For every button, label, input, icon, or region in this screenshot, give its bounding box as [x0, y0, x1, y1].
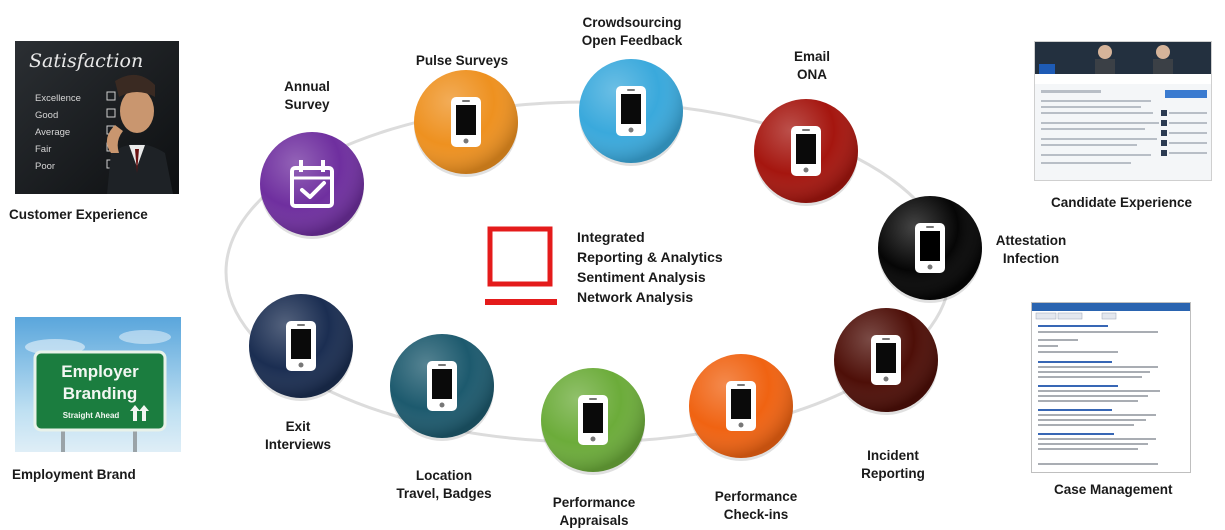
node-crowdsourcing [579, 59, 683, 166]
smartphone-icon [791, 126, 821, 176]
label-line: Travel, Badges [396, 486, 492, 501]
label-performance-checkins: Performance Check-ins [694, 488, 818, 524]
label-attestation: Attestation Infection [986, 232, 1076, 268]
node-location [390, 334, 494, 441]
node-annual-survey [260, 132, 364, 239]
businessman-figure [106, 74, 173, 194]
sign-line: Straight Ahead [63, 411, 120, 420]
candidate-experience-label: Candidate Experience [1051, 195, 1193, 210]
sign-line: Branding [63, 384, 138, 403]
node-performance-appraisals [541, 368, 645, 475]
rating-option: Average [35, 127, 70, 138]
center-line: Integrated [577, 229, 645, 245]
smartphone-icon [286, 321, 316, 371]
rating-option: Good [35, 110, 58, 121]
calendar-check-icon [290, 160, 334, 208]
smartphone-icon [915, 223, 945, 273]
customer-experience-image: Satisfaction Excellence Good Average Fai… [15, 41, 179, 194]
center-line: Reporting & Analytics [577, 249, 723, 265]
label-location: Location Travel, Badges [374, 467, 514, 503]
smartphone-icon [578, 395, 608, 445]
center-line: Network Analysis [577, 289, 694, 305]
label-annual-survey: Annual Survey [255, 78, 359, 114]
label-email-ona: Email ONA [772, 48, 852, 84]
board-title: Satisfaction [29, 50, 143, 72]
smartphone-icon [726, 381, 756, 431]
rating-option: Poor [35, 161, 55, 172]
arrow-up-icon [130, 405, 149, 421]
candidate-experience-image [1034, 41, 1212, 181]
employment-brand-image: Employer Branding Straight Ahead [15, 317, 181, 452]
node-email-ona [754, 99, 858, 206]
label-incident-reporting: Incident Reporting [848, 447, 938, 483]
label-line: Open Feedback [581, 33, 683, 48]
label-line: Interviews [264, 437, 332, 452]
laptop-icon [485, 226, 557, 305]
smartphone-icon [616, 86, 646, 136]
label-performance-appraisals: Performance Appraisals [532, 494, 656, 530]
smartphone-icon [451, 97, 481, 147]
label-line: Attestation [995, 233, 1067, 248]
label-line: Appraisals [559, 513, 629, 528]
label-line: Email [793, 49, 831, 64]
label-line: Performance [714, 489, 798, 504]
case-management-image [1031, 302, 1191, 473]
customer-experience-label: Customer Experience [9, 207, 148, 222]
rating-option: Excellence [35, 93, 81, 104]
node-incident-reporting [834, 308, 938, 415]
node-performance-checkins [689, 354, 793, 461]
label-line: Annual [284, 79, 330, 94]
label-line: Survey [284, 97, 330, 112]
smartphone-icon [871, 335, 901, 385]
label-line: Exit [285, 419, 311, 434]
label-line: ONA [797, 67, 827, 82]
rating-option: Fair [35, 144, 51, 155]
label-exit-interviews: Exit Interviews [246, 418, 350, 454]
label-line: Reporting [861, 466, 925, 481]
node-exit-interviews [249, 294, 353, 401]
node-pulse-surveys [414, 70, 518, 177]
center-line: Sentiment Analysis [577, 269, 706, 285]
sign-line: Employer [61, 362, 139, 381]
label-line: Crowdsourcing [582, 15, 682, 30]
label-line: Location [415, 468, 473, 483]
label-line: Pulse Surveys [415, 53, 509, 68]
label-line: Infection [1002, 251, 1060, 266]
label-crowdsourcing: Crowdsourcing Open Feedback [560, 14, 704, 50]
smartphone-icon [427, 361, 457, 411]
case-management-label: Case Management [1054, 482, 1173, 497]
center-analytics-text: Integrated Reporting & Analytics Sentime… [577, 227, 723, 307]
label-line: Incident [867, 448, 919, 463]
employment-brand-label: Employment Brand [12, 467, 136, 482]
label-line: Check-ins [723, 507, 789, 522]
label-line: Performance [552, 495, 636, 510]
node-attestation [878, 196, 982, 303]
label-pulse-surveys: Pulse Surveys [400, 52, 524, 70]
